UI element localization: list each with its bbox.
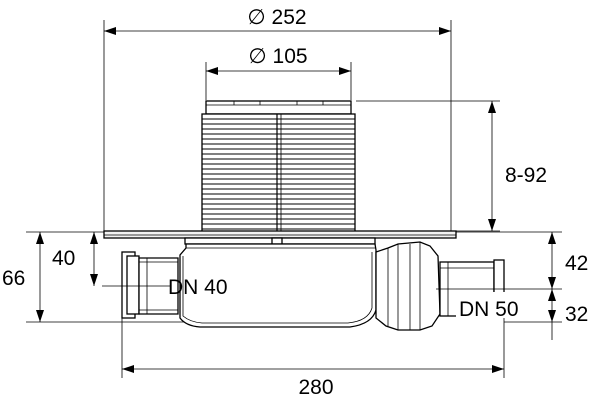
dimension-height-adjust: 8-92 xyxy=(356,100,547,232)
flange-plate xyxy=(103,230,457,245)
grate-diameter-label: ∅ 105 xyxy=(248,45,307,68)
dimension-flange-diameter: ∅ 252 xyxy=(103,6,452,232)
grate-ring xyxy=(205,100,352,115)
ribbed-extension xyxy=(201,113,356,236)
right-upper-label: 42 xyxy=(565,252,588,275)
left-total-height-label: 66 xyxy=(2,267,25,290)
dimension-overall-length: 280 xyxy=(121,318,505,399)
dimension-left: 66 40 xyxy=(2,231,184,323)
drain-body xyxy=(103,100,505,331)
overall-length-label: 280 xyxy=(298,376,333,399)
right-lower-label: 32 xyxy=(565,303,588,326)
left-outlet-label: DN 40 xyxy=(168,276,228,299)
right-outlet-label: DN 50 xyxy=(459,298,519,321)
dimension-right: 42 32 xyxy=(456,231,588,340)
left-outlet xyxy=(121,251,179,319)
height-adjust-label: 8-92 xyxy=(505,164,547,187)
flange-diameter-label: ∅ 252 xyxy=(247,6,306,29)
dimension-grate-diameter: ∅ 105 xyxy=(205,45,352,100)
left-outlet-height-label: 40 xyxy=(52,247,75,270)
